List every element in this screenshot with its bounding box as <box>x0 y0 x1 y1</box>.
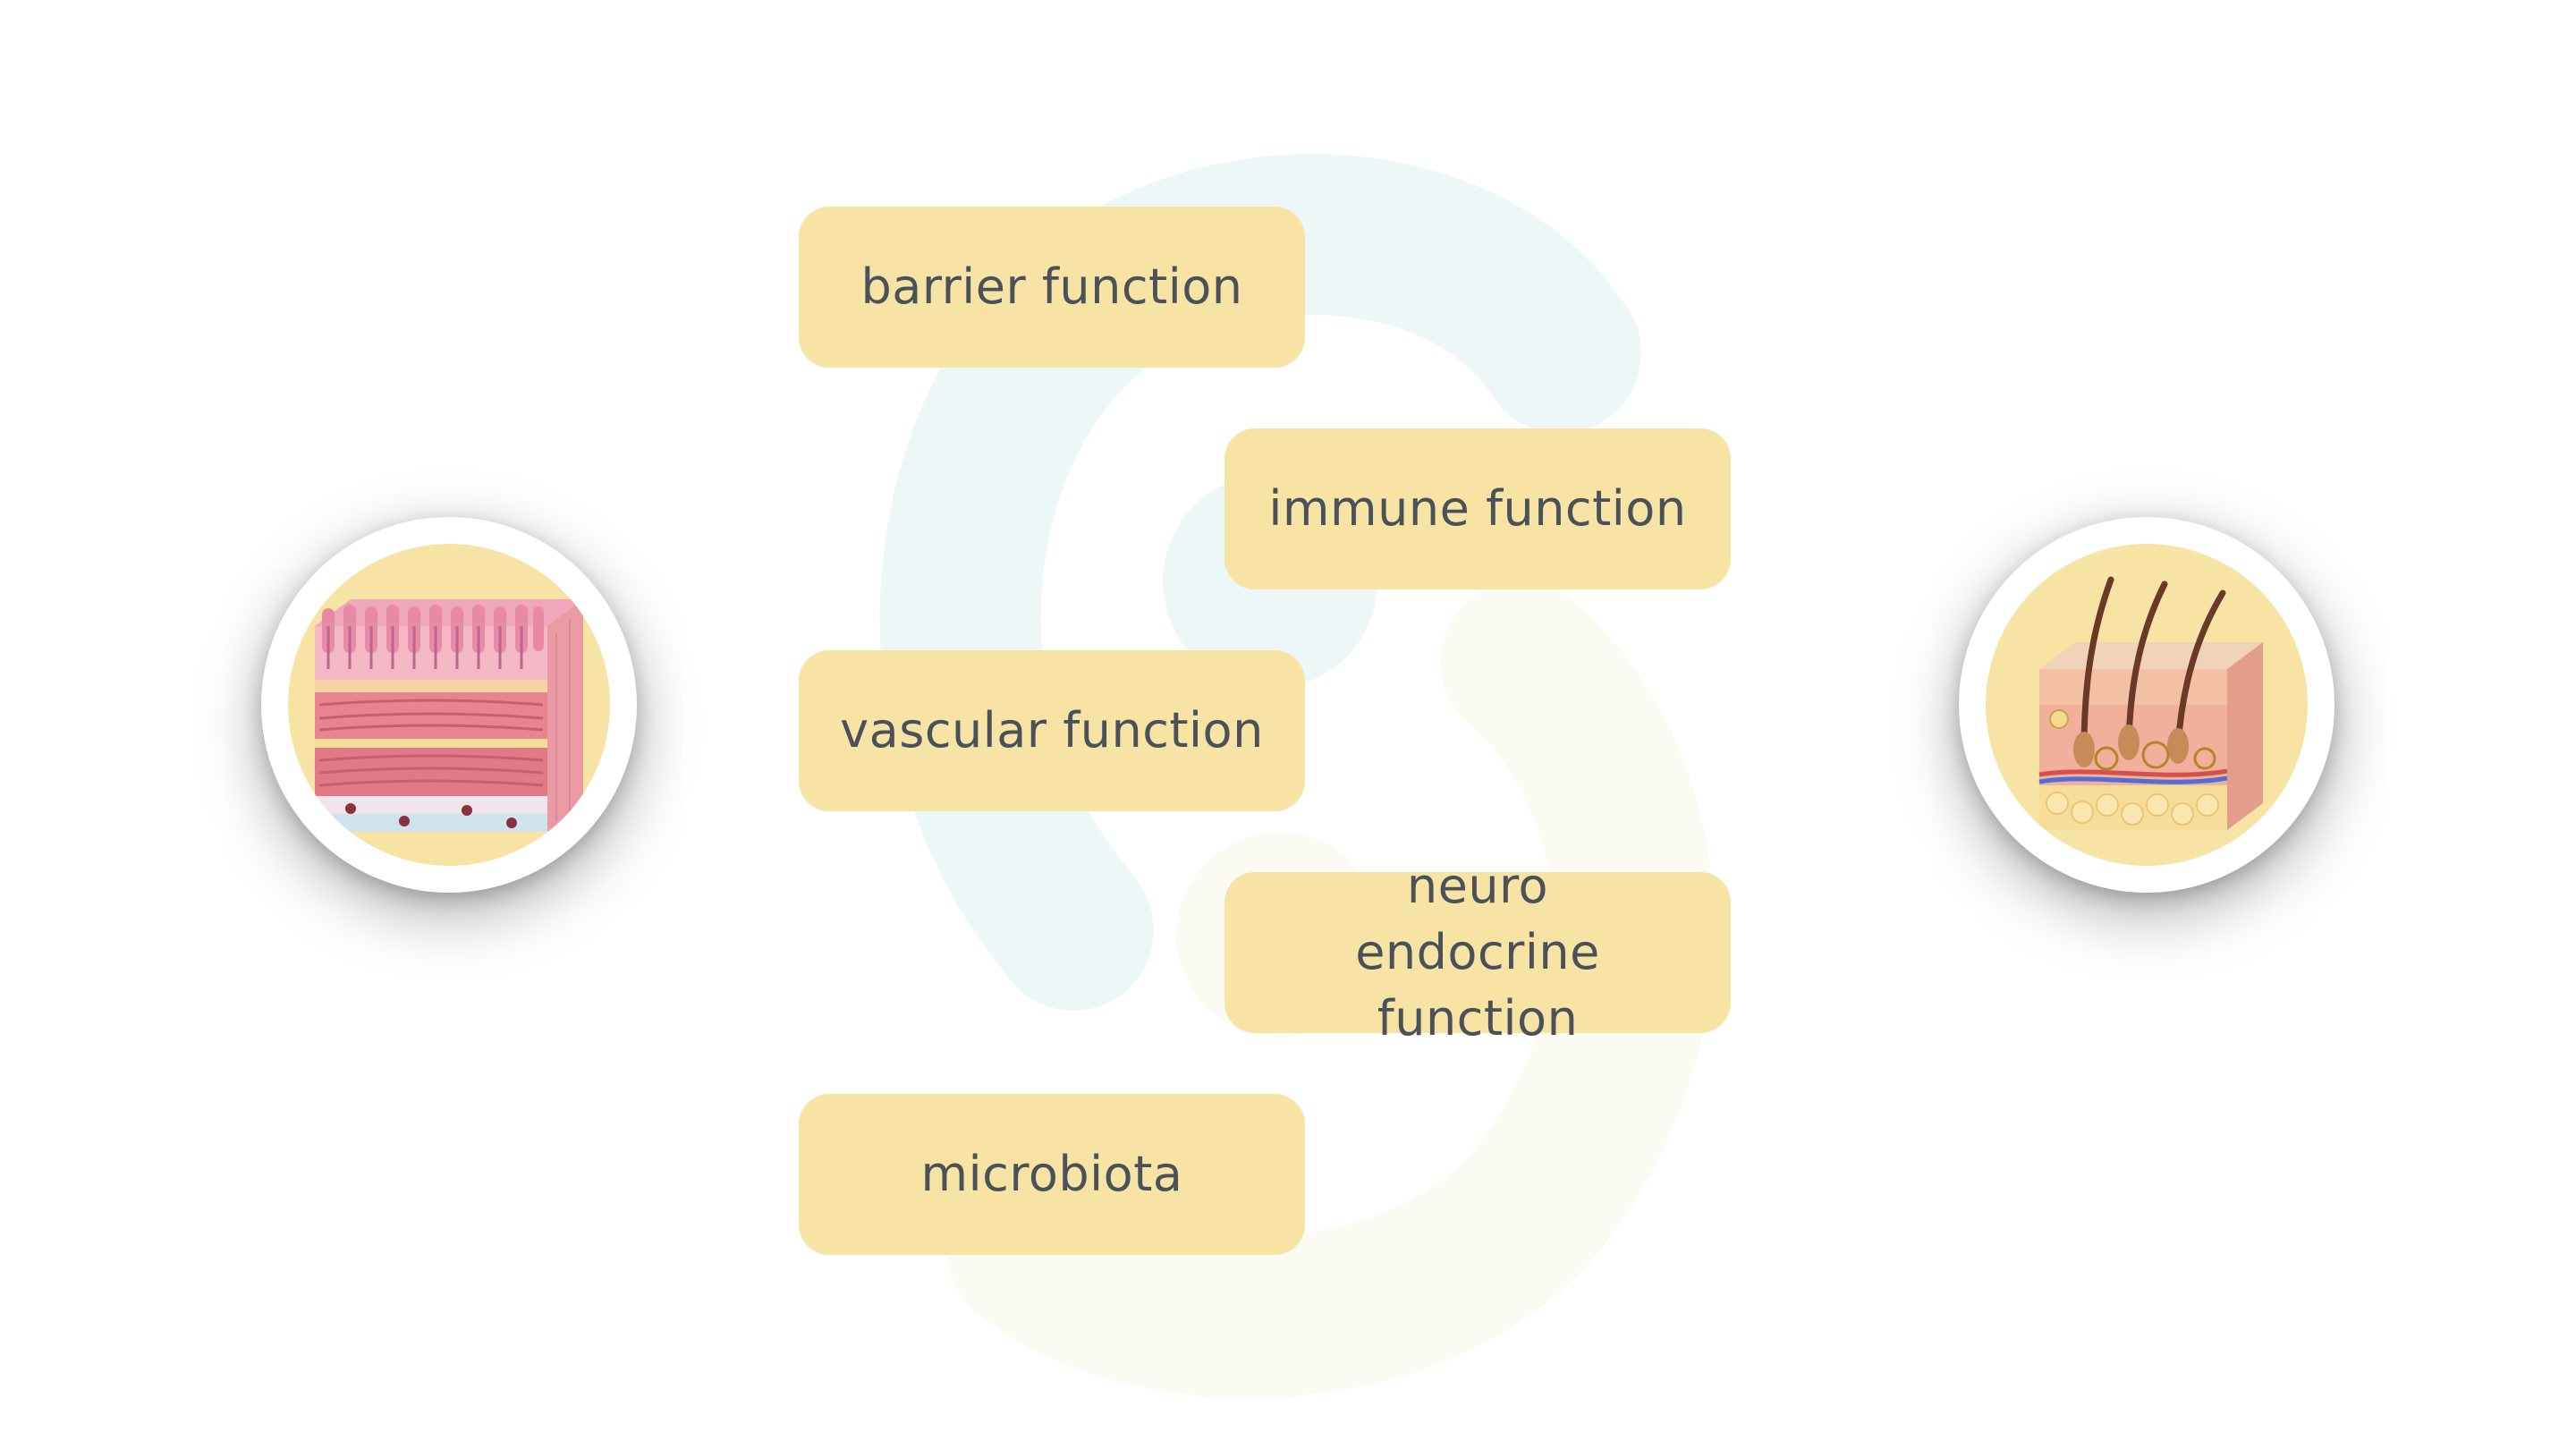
microbiota-label: microbiota <box>920 1146 1183 1202</box>
right-tissue-background <box>1986 544 2308 866</box>
gut-tissue-cross-section-icon <box>315 599 583 832</box>
neuro-endocrine-function-pill: neuro endocrine function <box>1224 858 1731 1046</box>
vascular-function-label: vascular function <box>840 702 1264 758</box>
left-tissue-background <box>288 544 610 866</box>
barrier-function-label: barrier function <box>860 258 1243 315</box>
immune-function-label: immune function <box>1268 480 1687 537</box>
vascular-function-pill: vascular function <box>799 650 1305 811</box>
right-tissue-illustration <box>1959 517 2334 893</box>
barrier-function-pill: barrier function <box>799 207 1305 368</box>
skin-tissue-cross-section-icon <box>2038 576 2263 830</box>
left-tissue-illustration <box>261 517 637 893</box>
neuro-endocrine-function-label: neuro endocrine function <box>1355 858 1600 1046</box>
immune-function-pill: immune function <box>1224 428 1731 589</box>
microbiota-pill: microbiota <box>799 1094 1305 1255</box>
